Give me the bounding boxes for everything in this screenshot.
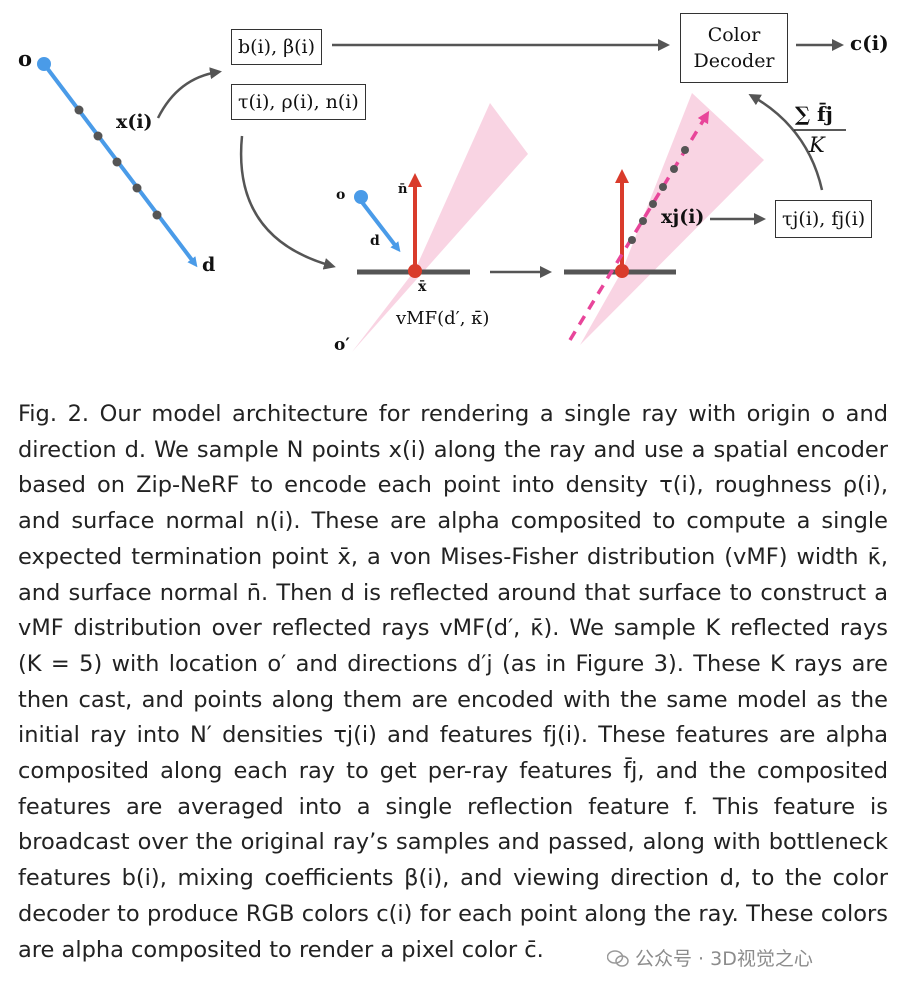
sample-dot — [93, 131, 103, 141]
bottleneck-text: b(i), β(i) — [238, 36, 316, 58]
color-decoder-box: Color Decoder — [680, 13, 788, 83]
surface-panel — [352, 103, 528, 352]
wechat-icon — [607, 950, 629, 967]
incoming-origin-dot — [354, 190, 368, 204]
architecture-figure: o x(i) d b(i), β(i) τ(i), ρ(i), n(i) Col… — [0, 0, 906, 380]
figure-graphics — [37, 39, 846, 352]
reflected-cone — [580, 93, 764, 345]
reflected-output-text: τj(i), fj(i) — [782, 208, 866, 230]
figure-caption: Fig. 2. Our model architecture for rende… — [18, 401, 888, 963]
reflected-output-box: τj(i), fj(i) — [775, 200, 873, 238]
reflected-origin-label: o′ — [334, 335, 350, 355]
reflect-origin-label: o — [336, 187, 346, 203]
sample-dot — [132, 183, 142, 193]
reflected-sample-dot — [639, 217, 647, 225]
feature-average-arrow — [748, 94, 824, 191]
surface-point-label: x̄ — [418, 279, 427, 295]
reflected-sample-label: xj(i) — [661, 206, 705, 228]
ray-direction-label: d — [202, 254, 216, 276]
to-encoder-arrow — [156, 67, 222, 119]
decoder-line1: Color — [707, 24, 761, 46]
normal-label: n̄ — [398, 182, 408, 197]
ray-origin-label: o — [18, 46, 33, 71]
reflected-sample-dot — [670, 165, 678, 173]
reflected-sample-dot — [628, 236, 636, 244]
reflected-sample-dot — [649, 200, 657, 208]
average-numerator: ∑ f̄j — [795, 102, 833, 126]
watermark: 公众号 · 3D视觉之心 — [607, 944, 813, 971]
reflected-rays-panel — [564, 93, 764, 345]
density-text: τ(i), ρ(i), n(i) — [238, 91, 359, 113]
to-surface-arrow — [239, 135, 336, 270]
reflected-sample-dot — [659, 183, 667, 191]
sample-dot — [152, 210, 162, 220]
density-box: τ(i), ρ(i), n(i) — [231, 84, 366, 120]
incoming-ray — [356, 195, 401, 253]
vmf-label: vMF(d′, κ̄) — [396, 308, 490, 329]
surface-point-dot — [615, 264, 629, 278]
watermark-text: 公众号 · 3D视觉之心 — [635, 948, 813, 970]
reflected-sample-dot — [681, 146, 689, 154]
surface-point-dot — [408, 264, 422, 278]
primary-ray — [37, 57, 198, 268]
ray-sample-label: x(i) — [116, 111, 153, 133]
reflect-direction-label: d — [370, 233, 380, 249]
sample-dot — [74, 105, 84, 115]
sample-dot — [112, 157, 122, 167]
bottleneck-box: b(i), β(i) — [231, 29, 323, 65]
decoder-line2: Decoder — [693, 50, 775, 72]
decoder-output-label: c(i) — [850, 31, 889, 55]
vmf-cone — [352, 103, 528, 352]
average-denominator: K — [809, 133, 825, 157]
